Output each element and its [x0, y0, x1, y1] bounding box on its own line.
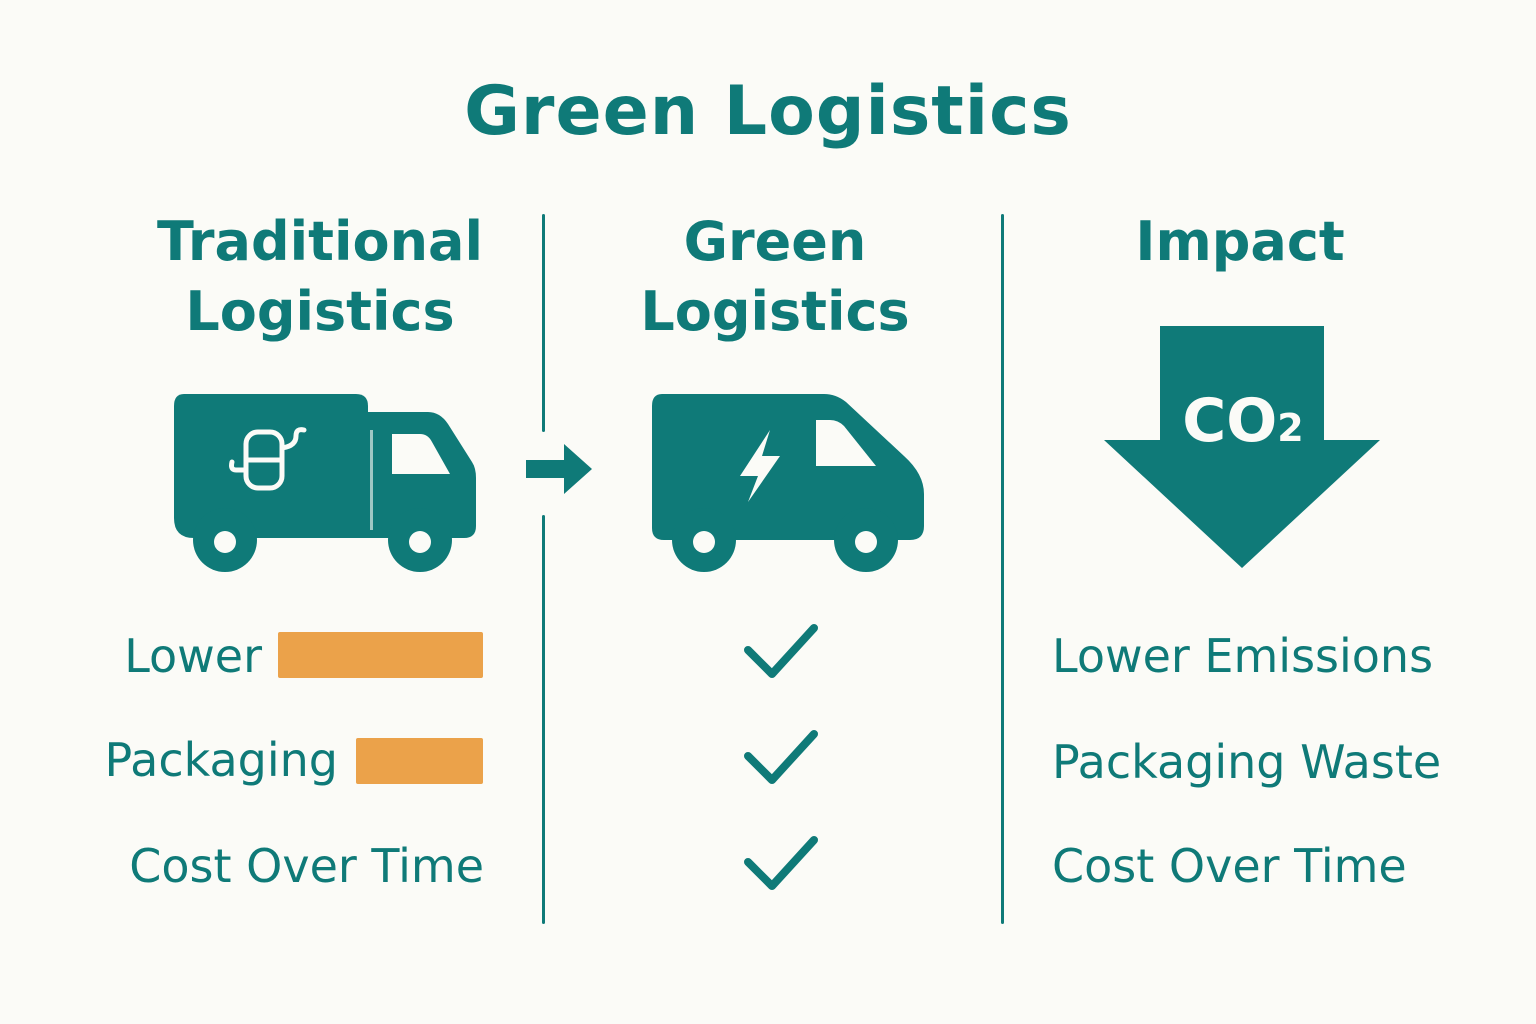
heading-line: Traditional — [157, 210, 483, 273]
divider-left — [542, 214, 545, 432]
co2-text: CO — [1182, 386, 1278, 456]
right-arrow-icon — [526, 444, 592, 494]
heading-line: Logistics — [640, 280, 910, 343]
traditional-row-label: Cost Over Time — [129, 839, 484, 893]
traditional-row-label: Packaging — [104, 733, 338, 787]
column-heading-green: Green Logistics — [575, 207, 975, 347]
divider-right — [1001, 214, 1004, 924]
checkmark-icon — [744, 730, 818, 784]
impact-row-label: Packaging Waste — [1052, 735, 1442, 789]
page-title: Green Logistics — [464, 72, 1072, 151]
co2-subscript: 2 — [1277, 406, 1304, 450]
column-heading-impact: Impact — [1040, 207, 1440, 277]
heading-line: Green — [683, 210, 867, 273]
impact-row-label: Lower Emissions — [1052, 629, 1434, 683]
co2-label: CO2 — [1160, 386, 1326, 463]
co2-down-arrow-icon — [1104, 326, 1380, 568]
fuel-truck-icon — [174, 394, 476, 572]
checkmark-icon — [744, 624, 818, 678]
column-heading-traditional: Traditional Logistics — [120, 207, 520, 347]
heading-line: Impact — [1135, 210, 1345, 273]
traditional-row-bar — [278, 632, 483, 678]
heading-line: Logistics — [185, 280, 455, 343]
checkmark-icon — [744, 836, 818, 890]
traditional-row-label: Lower — [124, 629, 262, 683]
impact-row-label: Cost Over Time — [1052, 839, 1407, 893]
divider-left — [542, 515, 545, 924]
traditional-row-bar — [356, 738, 483, 784]
electric-van-icon — [652, 394, 924, 572]
